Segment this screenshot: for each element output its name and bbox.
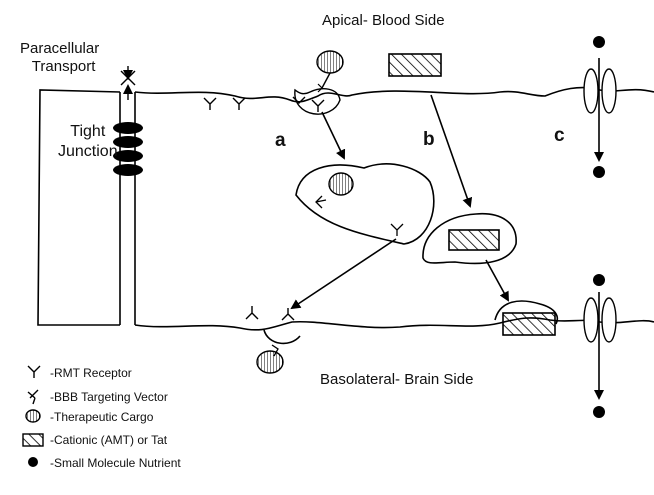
legend-cationic-icon: [23, 434, 43, 446]
rmt-receptor-icon: [282, 308, 294, 320]
right-endothelial-cell: [135, 88, 654, 330]
rmt-receptor-icon: [246, 306, 258, 319]
apical-membrane: [135, 88, 654, 102]
paracellular-transport-label: Paracellular Transport: [20, 41, 99, 74]
legend-therapeutic-cargo: -Therapeutic Cargo: [50, 411, 153, 423]
legend-rmt-receptor-icon: [28, 366, 40, 378]
pathway-a-label: a: [275, 131, 286, 150]
tight-junction-line1: Tight: [58, 122, 118, 142]
apical-receptors: [204, 89, 340, 114]
pathway-c-label: c: [554, 126, 565, 145]
cationic-box-bottom: [503, 313, 555, 335]
endosome-a: [296, 164, 434, 244]
rmt-receptor-icon: [233, 98, 245, 110]
cationic-box-top: [389, 54, 441, 76]
pathway-a: [292, 112, 434, 308]
legend-bbb-vector-icon: [28, 390, 38, 404]
basolateral-membrane: [135, 318, 654, 330]
small-molecule-dot: [593, 274, 605, 286]
paracellular-line2: Transport: [20, 59, 99, 74]
small-molecule-dot: [593, 36, 605, 48]
legend-small-molecule: -Small Molecule Nutrient: [50, 457, 181, 469]
tight-junction-line2: Junction: [58, 142, 118, 162]
cationic-box-vesicle: [449, 230, 499, 250]
basolateral-receptors: [246, 306, 300, 356]
paracellular-arrow: [121, 66, 135, 100]
legend-cationic: -Cationic (AMT) or Tat: [50, 434, 167, 446]
legend-rmt-receptor: -RMT Receptor: [50, 367, 132, 379]
rmt-receptor-icon: [204, 98, 216, 110]
small-molecule-dot: [593, 406, 605, 418]
paracellular-line1: Paracellular: [20, 41, 99, 56]
pathway-b-label: b: [423, 130, 435, 149]
apical-side-label: Apical- Blood Side: [322, 13, 445, 28]
therapeutic-cargo-bottom: [257, 351, 283, 373]
legend-symbols: [23, 366, 43, 467]
legend-small-molecule-icon: [28, 457, 38, 467]
small-molecule-dot: [593, 166, 605, 178]
tight-junction-label: Tight Junction: [58, 122, 118, 162]
pathway-c: [584, 36, 616, 178]
pathway-b: [423, 95, 557, 335]
rmt-receptor-icon: [312, 100, 324, 112]
legend-bbb-targeting-vector: -BBB Targeting Vector: [50, 391, 168, 403]
therapeutic-cargo-top: [317, 51, 343, 92]
legend-cargo-icon: [26, 410, 40, 422]
basolateral-channel: [584, 274, 616, 418]
basolateral-side-label: Basolateral- Brain Side: [320, 372, 473, 387]
